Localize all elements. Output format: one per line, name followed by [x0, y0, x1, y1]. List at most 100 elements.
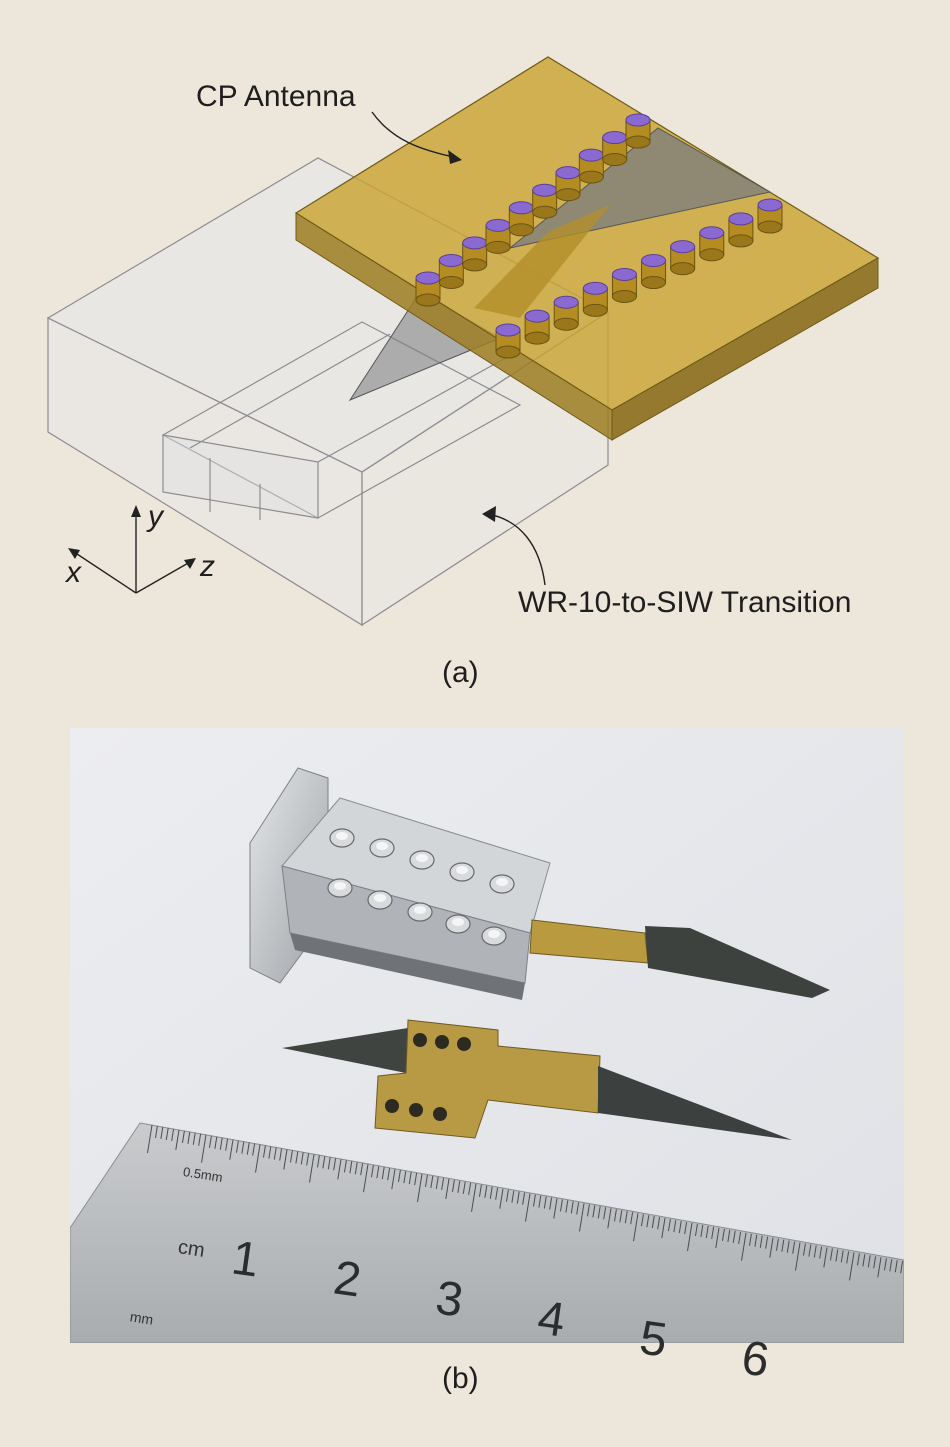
- ruler-cm-label: cm: [176, 1236, 207, 1262]
- loose-pcb: [374, 1019, 601, 1139]
- ruler-tick: [214, 1136, 218, 1149]
- via-cylinder: [532, 183, 558, 219]
- ruler-tick: [360, 1163, 364, 1176]
- ruler-tick: [900, 1261, 904, 1274]
- screw: [445, 914, 471, 934]
- mounting-hole: [413, 1033, 427, 1047]
- cp-antenna-label: CP Antenna: [196, 80, 356, 113]
- ruler-tick: [667, 1219, 671, 1232]
- ruler-tick: [219, 1137, 223, 1150]
- via-cylinder: [462, 236, 488, 272]
- screw: [367, 890, 393, 910]
- cp-antenna-substrate: [294, 56, 880, 441]
- split-block-base: [290, 933, 525, 1000]
- via-cylinder: [438, 253, 464, 289]
- ruler-tick: [241, 1141, 245, 1154]
- ruler-tick: [613, 1209, 617, 1222]
- ruler-tick: [741, 1232, 747, 1261]
- ruler-tick: [201, 1134, 207, 1163]
- coordinate-axes: [73, 512, 191, 594]
- ruler-tick: [397, 1170, 401, 1183]
- ruler-tick: [414, 1172, 418, 1186]
- antenna-callout-arrow: [371, 111, 459, 159]
- ruler-tick: [295, 1151, 299, 1164]
- via-cylinder: [555, 166, 581, 202]
- y-arrow-head: [131, 505, 141, 517]
- antenna-transition-schematic: [46, 56, 880, 627]
- board-mounting-holes: [385, 1033, 471, 1121]
- ruler-tick: [262, 1145, 266, 1158]
- ruler-tick: [462, 1181, 466, 1194]
- ruler-tick: [451, 1179, 455, 1192]
- ruler-tick: [640, 1214, 644, 1227]
- ruler-tick: [175, 1129, 180, 1150]
- ruler-tick: [187, 1131, 191, 1144]
- ruler-tick: [363, 1164, 369, 1193]
- loose-absorber-right: [598, 1066, 792, 1140]
- ruler-tick: [579, 1203, 585, 1232]
- ruler-tick: [592, 1205, 596, 1218]
- ruler-tick: [856, 1253, 860, 1266]
- ruler-tick: [630, 1212, 634, 1225]
- ruler-tick: [252, 1143, 256, 1156]
- ruler-tick: [802, 1243, 806, 1256]
- mounting-hole: [457, 1037, 471, 1051]
- ruler-tick: [255, 1144, 261, 1173]
- caption-b: (b): [442, 1362, 479, 1395]
- ruler-tick: [376, 1166, 380, 1179]
- ruler-tick: [430, 1175, 434, 1189]
- screw-group: [327, 828, 515, 946]
- prototype-photo: [70, 728, 904, 1343]
- via-cylinder: [553, 295, 579, 331]
- ruler-tick: [538, 1195, 542, 1208]
- axis-y-label: y: [148, 500, 163, 533]
- ruler-mm-label: mm: [128, 1308, 155, 1328]
- ruler-tick: [781, 1239, 785, 1252]
- ruler-tick: [607, 1208, 612, 1229]
- transition-callout-arrow: [487, 513, 546, 586]
- ruler-tick: [646, 1215, 650, 1228]
- ruler-tick: [867, 1255, 871, 1268]
- ruler-tick: [849, 1252, 855, 1281]
- ruler-tick: [408, 1171, 412, 1185]
- via-cylinder: [602, 131, 628, 167]
- ruler-tick: [759, 1235, 763, 1248]
- via-row-upper: [415, 113, 651, 307]
- mounting-hole: [433, 1107, 447, 1121]
- ruler-body: [70, 1122, 904, 1343]
- ruler-tick: [715, 1227, 720, 1248]
- via-cylinder: [611, 267, 637, 303]
- ruler-tick: [171, 1128, 175, 1141]
- ruler-tick: [229, 1139, 234, 1160]
- via-cylinder: [582, 281, 608, 317]
- caption-a: (a): [442, 656, 479, 689]
- ruler-tick: [597, 1206, 601, 1219]
- ruler-tick: [862, 1254, 866, 1267]
- ruler-tick: [289, 1150, 293, 1163]
- via-cylinder: [485, 218, 511, 254]
- ruler-tick: [511, 1190, 515, 1203]
- ruler-tick: [678, 1220, 682, 1234]
- ruler-tick: [738, 1231, 742, 1244]
- ruler-tick: [559, 1199, 563, 1212]
- ruler-tick: [769, 1237, 774, 1258]
- ruler-tick: [484, 1185, 488, 1198]
- ruler-tick: [748, 1233, 752, 1246]
- assembled-fixture: [249, 767, 830, 1000]
- ruler-tick: [687, 1222, 693, 1252]
- ruler-tick: [727, 1229, 731, 1242]
- loose-antenna-board: [282, 1019, 792, 1140]
- screw: [369, 838, 395, 858]
- via-cylinder: [728, 212, 754, 248]
- ruler-tick: [673, 1219, 677, 1233]
- ruler-tick: [417, 1173, 423, 1203]
- ruler-tick: [349, 1161, 353, 1174]
- ruler-tick: [316, 1155, 320, 1168]
- ruler-tick: [468, 1182, 472, 1195]
- ruler-tick: [754, 1234, 758, 1247]
- ruler-ticks: [147, 1124, 904, 1281]
- ruler-tick: [603, 1207, 607, 1220]
- ruler-tick: [391, 1169, 396, 1190]
- via-cylinder: [495, 323, 521, 359]
- ruler-tick: [471, 1183, 477, 1212]
